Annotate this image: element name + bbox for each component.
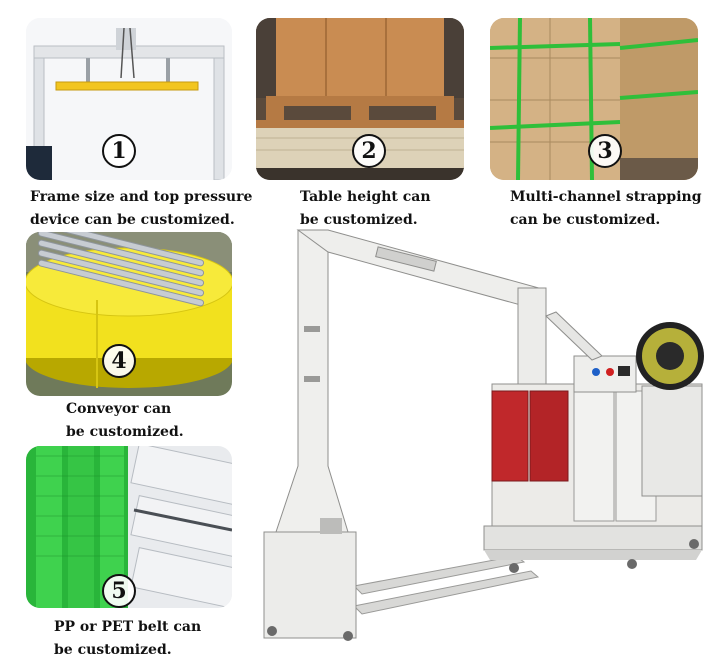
feature-caption-5-line2: be customized. — [54, 642, 172, 658]
feature-caption-1-line2: device can be customized. — [30, 212, 235, 228]
feature-number-5: 5 — [102, 574, 136, 608]
feature-caption-2-line2: be customized. — [300, 212, 418, 228]
belt-material-photo: 5 — [26, 446, 232, 608]
feature-caption-4-line1: Conveyor can — [66, 401, 172, 417]
feature-caption-3: Multi-channel strapping can be customize… — [510, 186, 701, 232]
feature-number-3: 3 — [588, 134, 622, 168]
feature-caption-2: Table height can be customized. — [300, 186, 431, 232]
feature-caption-3-line1: Multi-channel strapping — [510, 189, 702, 205]
strapping-machine-illustration — [263, 229, 704, 641]
feature-caption-5-line1: PP or PET belt can — [54, 619, 202, 635]
feature-number-1: 1 — [102, 134, 136, 168]
feature-caption-4: Conveyor can be customized. — [66, 398, 184, 444]
feature-caption-4-line2: be customized. — [66, 424, 184, 440]
strapped-boxes-illustration — [490, 18, 698, 180]
feature-number-4: 4 — [102, 344, 136, 378]
multi-channel-strapping-photo: 3 — [490, 18, 698, 180]
feature-caption-5: PP or PET belt can be customized. — [54, 616, 201, 662]
conveyor-photo: 4 — [26, 232, 232, 396]
pallet-table-illustration — [256, 18, 464, 180]
feature-caption-1: Frame size and top pressure device can b… — [30, 186, 252, 232]
frame-pressure-photo: 1 — [26, 18, 232, 180]
feature-caption-3-line2: can be customized. — [510, 212, 661, 228]
feature-caption-2-line1: Table height can — [300, 189, 431, 205]
feature-number-2: 2 — [352, 134, 386, 168]
table-height-photo: 2 — [256, 18, 464, 180]
feature-caption-1-line1: Frame size and top pressure — [30, 189, 253, 205]
